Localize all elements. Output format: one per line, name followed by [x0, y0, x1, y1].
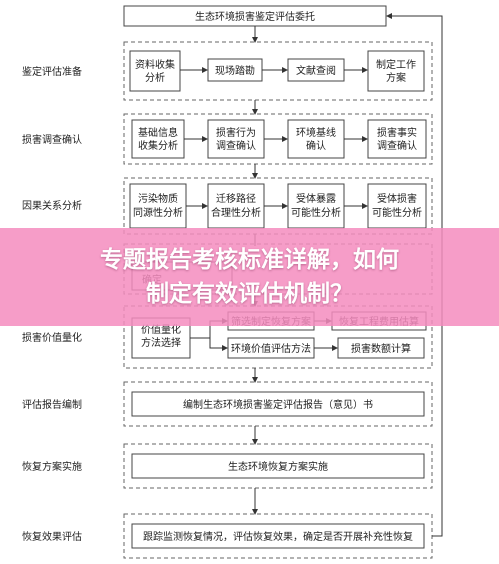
node-5-5: [337, 337, 425, 359]
node-7-1: [131, 453, 425, 479]
stage-label-1: 鉴定评估准备: [22, 65, 82, 78]
node-2-2: [207, 119, 265, 159]
node-text: 调查确认: [216, 139, 256, 152]
node-3-3: [287, 183, 345, 229]
node-text: 分析: [145, 71, 165, 84]
connector: [209, 338, 228, 351]
stage-label-7: 恢复方案实施: [22, 460, 82, 473]
stage-frame-7: [123, 443, 433, 489]
node-6-1: [131, 391, 425, 417]
node-1-4: [367, 50, 425, 92]
title-text: 生态环境损害鉴定评估委托: [195, 10, 315, 23]
node-text: 同源性分析: [133, 206, 183, 219]
node-text: 迁移路径: [216, 192, 256, 205]
stage-frame-1: [123, 41, 433, 101]
node-text: 环境价值评估方法: [231, 342, 311, 355]
node-text: 损害行为: [216, 126, 256, 139]
stage-frame-2: [123, 113, 433, 165]
node-text: 损害事实: [377, 126, 417, 139]
node-text: 确认: [306, 139, 326, 152]
node-2-3: [287, 119, 345, 159]
node-text: 文献查阅: [296, 64, 336, 77]
node-text: 受体损害: [377, 192, 417, 205]
stage-frame-6: [123, 381, 433, 427]
node-text: 制定工作: [376, 58, 416, 71]
stage-label-5: 损害价值量化: [22, 331, 82, 344]
node-2-4: [367, 119, 427, 159]
node-text: 可能性分析: [291, 206, 341, 219]
headline-banner: 专题报告考核标准详解，如何 制定有效评估机制？: [0, 228, 499, 326]
node-3-1: [129, 183, 187, 229]
node-text: 收集分析: [138, 139, 178, 152]
node-2-1: [131, 119, 185, 159]
node-text: 价值量化: [141, 323, 181, 336]
headline-line-1: 专题报告考核标准详解，如何: [100, 247, 399, 273]
node-text: 调查确认: [377, 139, 417, 152]
node-8-1: [131, 523, 425, 549]
node-text: 方案: [386, 71, 406, 84]
node-text: 环境基线: [296, 126, 336, 139]
node-text: 合理性分析: [211, 206, 261, 219]
node-1-1: [129, 50, 181, 92]
stage-label-8: 恢复效果评估: [22, 530, 82, 543]
node-text: 方法选择: [141, 336, 181, 349]
node-text: 生态环境恢复方案实施: [228, 460, 328, 473]
node-text: 跟踪监测恢复情况，评估恢复效果，确定是否开展补充性恢复: [143, 530, 413, 543]
node-text: 可能性分析: [372, 206, 422, 219]
node-text: 资料收集: [135, 58, 175, 71]
stage-label-2: 损害调查确认: [22, 133, 82, 146]
headline-line-2: 制定有效评估机制？: [146, 281, 353, 307]
node-text: 污染物质: [138, 192, 178, 205]
node-text: 基础信息: [138, 126, 178, 139]
node-text: 损害数额计算: [351, 342, 411, 355]
node-3-4: [367, 183, 427, 229]
node-text: 现场踏勘: [215, 64, 255, 77]
node-3-2: [207, 183, 265, 229]
stage-label-6: 评估报告编制: [22, 398, 82, 411]
node-text: 编制生态环境损害鉴定评估报告（意见）书: [183, 398, 373, 411]
node-text: 受体暴露: [296, 193, 336, 205]
stage-label-3: 因果关系分析: [22, 199, 82, 212]
